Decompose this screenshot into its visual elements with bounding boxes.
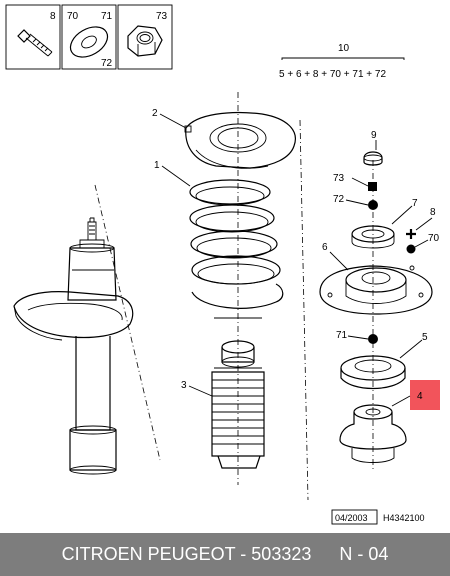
callout-71: 71 [101,11,113,22]
callout-8-right: 8 [430,207,436,218]
date-code: 04/2003 [335,513,368,523]
bearing-bushing [351,225,395,249]
washer-symbol-70 [406,244,416,254]
callout-10: 10 [338,43,350,54]
strut-mount [319,265,433,315]
callout-6: 6 [322,242,328,253]
protective-cap [363,151,383,166]
nut-icon [127,25,163,57]
legend-box-washer [61,4,117,70]
callout-4: 4 [417,391,423,402]
footer-bar: CITROEN PEUGEOT - 503323 N - 04 [0,533,450,576]
upper-spring-seat [184,111,296,169]
date-code-box [331,509,378,525]
footer-part-number: CITROEN PEUGEOT - 503323 [61,544,312,564]
callout-9: 9 [371,130,377,141]
washer-symbol-71 [368,334,378,344]
nut-symbol [368,182,377,191]
legend-box-bolt [5,4,61,70]
bump-stop [339,404,407,463]
screw-symbol [406,229,416,239]
bolt-icon [17,29,53,57]
highlight-marker [410,380,440,410]
exploded-parts-diagram: 8 70 71 72 73 10 5 + 6 + 8 + 70 + 71 + 7… [5,4,440,525]
kit-formula: 5 + 6 + 8 + 70 + 71 + 72 [279,69,386,80]
callout-1: 1 [154,160,160,171]
footer-position: N - 04 [339,544,389,564]
upper-bearing-seat [340,355,406,389]
callout-2: 2 [152,108,158,119]
callout-70: 70 [67,11,79,22]
callout-72-right: 72 [333,194,345,205]
callout-7: 7 [412,198,418,209]
washer-symbol [368,200,378,210]
callout-71-right: 71 [336,330,348,341]
dust-boot [211,340,265,469]
drawing-reference: H4342100 [383,513,425,523]
callout-73-right: 73 [333,173,345,184]
callout-8: 8 [50,11,56,22]
legend-boxes: 8 70 71 72 73 [5,4,173,70]
callout-70-right: 70 [428,233,440,244]
callout-3: 3 [181,380,187,391]
callout-72: 72 [101,58,113,69]
legend-box-nut [117,4,173,70]
coil-spring [189,179,284,319]
callout-73: 73 [156,11,168,22]
callout-5: 5 [422,332,428,343]
shock-absorber [13,217,134,475]
washer-icon [69,26,109,58]
